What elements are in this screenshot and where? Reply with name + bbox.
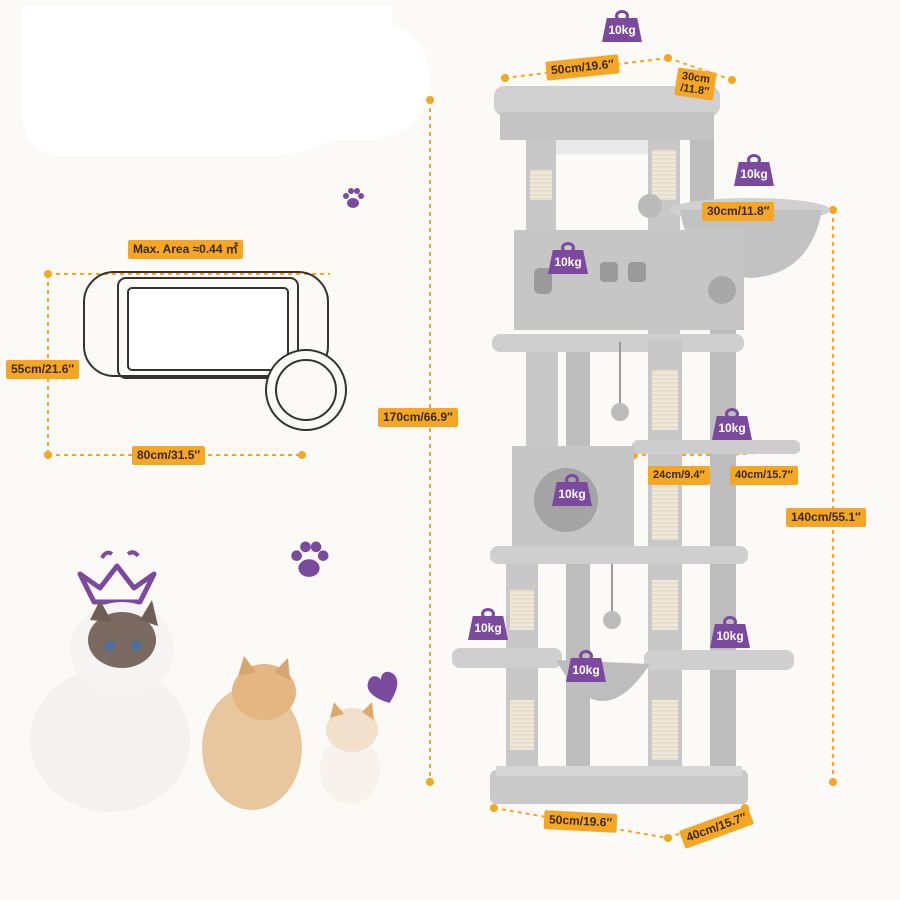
paw-icon (343, 188, 364, 208)
weight-icon: 10kg (712, 408, 752, 442)
weight-icon: 10kg (548, 242, 588, 276)
paw-icon (291, 541, 329, 577)
depth-label: 55cm/21.6″ (6, 360, 80, 379)
basket-width-label: 30cm/11.8″ (702, 202, 775, 221)
weight-icon: 10kg (566, 650, 606, 684)
weight-icon: 10kg (602, 10, 642, 44)
area-label: Max. Area ≈0.44 ㎡ (128, 240, 243, 259)
crown-icon (77, 550, 157, 605)
weight-icon: 10kg (552, 474, 592, 508)
width-label: 80cm/31.5″ (132, 446, 206, 465)
total-height-label: 170cm/66.9″ (378, 408, 458, 427)
right-height-label: 140cm/55.1″ (786, 508, 866, 527)
weight-icon: 10kg (468, 608, 508, 642)
perch-depth-label: 24cm/9.4″ (648, 466, 710, 485)
perch-width-label: 40cm/15.7″ (730, 466, 798, 485)
weight-icon: 10kg (734, 154, 774, 188)
heart-icon (367, 671, 398, 704)
weight-icon: 10kg (710, 616, 750, 650)
background-blob (250, 20, 430, 140)
